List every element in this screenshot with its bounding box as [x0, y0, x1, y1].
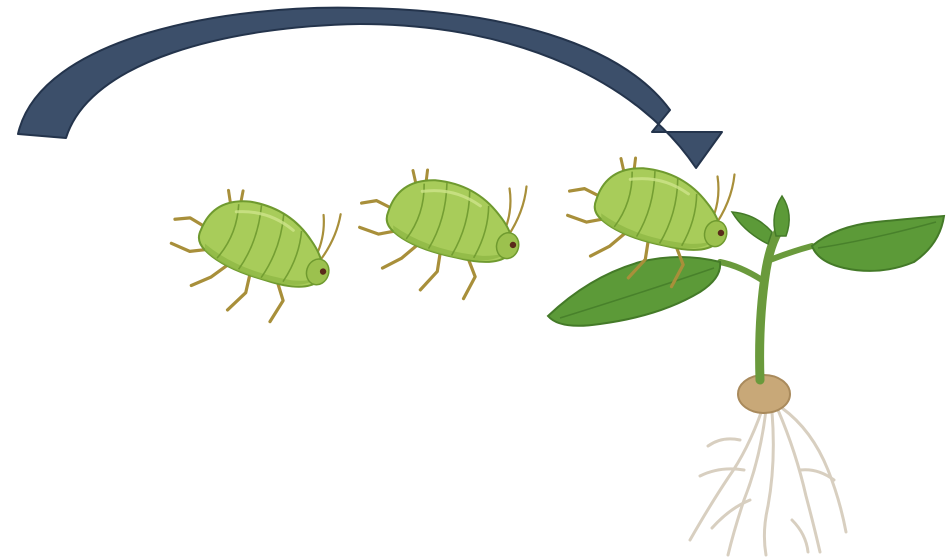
aphid-1-icon — [153, 166, 347, 336]
aphid-2-icon — [345, 149, 534, 311]
plant-seedling — [548, 196, 944, 555]
plant-leaf-left — [548, 257, 720, 326]
plant-stem — [760, 232, 778, 380]
plant-leaf-right — [812, 216, 944, 271]
curved-arrow — [18, 8, 722, 168]
plant-roots — [690, 408, 846, 555]
